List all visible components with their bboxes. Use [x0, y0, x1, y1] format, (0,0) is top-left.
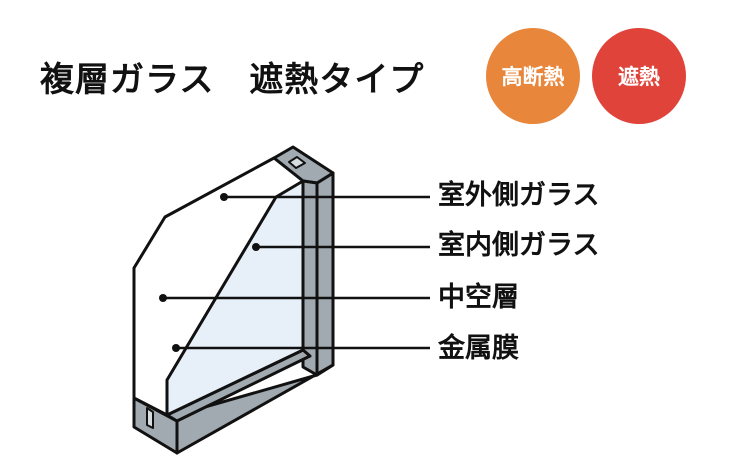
page-title: 複層ガラス 遮熱タイプ — [40, 60, 425, 100]
badge-heat-shield-label: 遮熱 — [618, 65, 660, 89]
inner-glass-pane — [167, 162, 303, 415]
leader-dot-air-layer — [159, 294, 167, 302]
frame-bottom-slot — [146, 407, 154, 429]
label-inner-glass: 室内側ガラス — [438, 230, 600, 261]
frame-inner-strip — [301, 179, 319, 377]
badge-heat-shield: 遮熱 — [592, 28, 686, 124]
leader-dot-metal-film — [172, 344, 180, 352]
label-metal-film: 金属膜 — [438, 333, 519, 364]
leader-dot-inner-glass — [252, 243, 260, 251]
badge-high-insulation-label: 高断熱 — [501, 65, 565, 89]
frame-right-face — [315, 171, 335, 377]
label-air-layer: 中空層 — [438, 282, 519, 313]
label-outer-glass: 室外側ガラス — [438, 180, 600, 211]
frame-top-slot — [288, 156, 306, 169]
leader-dot-outer-glass — [220, 193, 228, 201]
badge-high-insulation: 高断熱 — [486, 28, 580, 124]
